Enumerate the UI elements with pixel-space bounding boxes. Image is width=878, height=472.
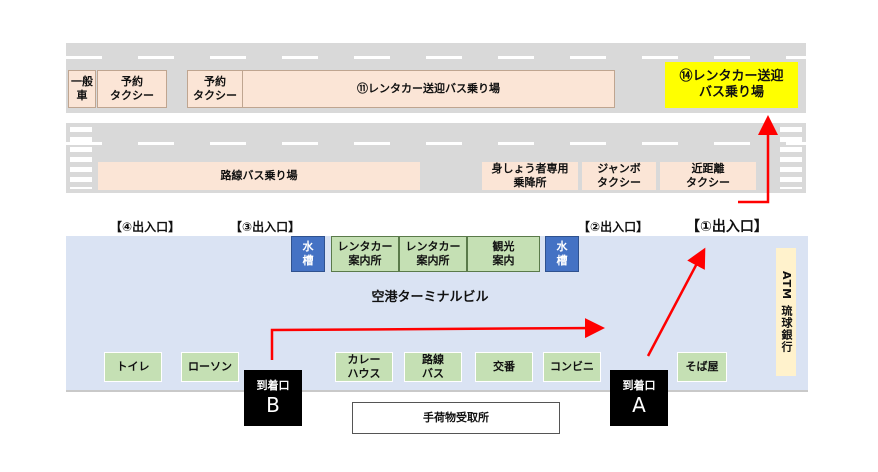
rental-car-bus-stop-11: ⑪レンタカー送迎バス乗り場 bbox=[242, 70, 615, 108]
route-bus-counter: 路線 バス bbox=[404, 352, 462, 382]
police-box: 交番 bbox=[475, 352, 533, 382]
lane-marking bbox=[66, 56, 806, 59]
arrival-gate-b-letter: B bbox=[266, 393, 280, 417]
entrance-3-label: 【③出入口】 bbox=[230, 220, 301, 234]
arrival-gate-a-letter: A bbox=[632, 393, 646, 417]
route-bus-stop: 路線バス乗り場 bbox=[98, 162, 420, 190]
tourism-info: 観光 案内 bbox=[467, 236, 540, 272]
toilet: トイレ bbox=[104, 352, 162, 382]
convenience-store: コンビニ bbox=[543, 352, 601, 382]
arrival-gate-a-label: 到着口 bbox=[622, 379, 656, 392]
atm-label: ATM 琉球銀行 bbox=[780, 271, 793, 353]
short-distance-taxi-stop: 近距離 タクシー bbox=[660, 162, 756, 190]
curry-house: カレー ハウス bbox=[335, 352, 393, 382]
entrance-2-label: 【②出入口】 bbox=[578, 220, 649, 234]
arrival-gate-b-label: 到着口 bbox=[256, 379, 290, 392]
arrow-from-gate-a bbox=[646, 247, 706, 357]
entrance-4-label: 【④出入口】 bbox=[110, 220, 181, 234]
lawson-store: ローソン bbox=[181, 352, 239, 382]
soba-restaurant: そば屋 bbox=[677, 352, 727, 382]
general-car-spot: 一般 車 bbox=[68, 70, 96, 108]
disabled-pickup-area: 身しょう者専用 乗降所 bbox=[482, 162, 578, 190]
rental-car-info-2: レンタカー 案内所 bbox=[399, 236, 467, 272]
terminal-name: 空港ターミナルビル bbox=[371, 290, 489, 305]
arrow-to-bus-stop-14 bbox=[738, 115, 778, 204]
water-tank-left: 水 槽 bbox=[291, 236, 325, 272]
arrival-gate-b: 到着口 B bbox=[244, 370, 302, 426]
water-tank-right: 水 槽 bbox=[545, 236, 579, 272]
entrance-1-label: 【①出入口】 bbox=[686, 219, 768, 235]
rental-car-bus-stop-14: ⑭レンタカー送迎 バス乗り場 bbox=[665, 62, 798, 108]
arrival-gate-a: 到着口 A bbox=[610, 370, 668, 426]
arrow-from-gate-b bbox=[270, 318, 605, 360]
baggage-claim: 手荷物受取所 bbox=[352, 402, 560, 434]
rental-car-info-1: レンタカー 案内所 bbox=[331, 236, 399, 272]
lane-marking bbox=[66, 142, 806, 145]
atm-ryukyu-bank: ATM 琉球銀行 bbox=[776, 248, 796, 376]
reserved-taxi-spot-1: 予約 タクシー bbox=[97, 70, 167, 108]
reserved-taxi-spot-2: 予約 タクシー bbox=[187, 70, 243, 108]
jumbo-taxi-stop: ジャンボ タクシー bbox=[582, 162, 656, 190]
